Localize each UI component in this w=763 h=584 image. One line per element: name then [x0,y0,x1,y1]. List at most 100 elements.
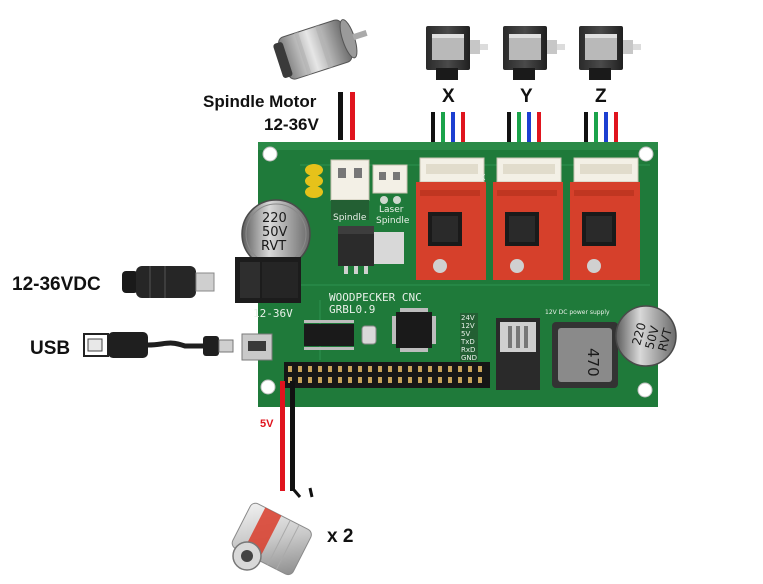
header-pin [418,377,422,383]
header-pin [468,366,472,372]
header-pin [328,366,332,372]
cap-right-value: 220 [629,321,648,347]
spindle-wires [338,92,355,140]
pin-label-5v: 5V [461,330,470,338]
header-pin [408,377,412,383]
header-pin [478,377,482,383]
laser-voltage-label: 5V [260,418,274,430]
mosfet-chip [338,226,404,274]
board-voltage-mark: 12-36V [253,307,293,320]
header-pin [288,366,292,372]
cap-left-brand: RVT [261,239,286,254]
stepper-driver-x: X [416,157,486,280]
header-pin [388,366,392,372]
pin-label-rxd: RxD [461,346,475,354]
pin-header [284,362,490,388]
pin-label-gnd: GND [461,354,477,362]
serial-chip [304,320,354,350]
inductor [552,322,618,388]
header-pin [438,377,442,383]
laser-quantity-label: x 2 [327,526,353,547]
axis-z-label: Z [595,86,607,107]
board-brand: WOODPECKER CNC [329,291,422,304]
regulator-label: 12V DC power supply [545,309,610,316]
stepper-wires-x [431,112,465,142]
pin-header-base [284,362,490,388]
header-pin [308,377,312,383]
microcontroller-chip [392,308,436,352]
header-pin [398,377,402,383]
header-pin [468,377,472,383]
axis-x-label: X [442,86,455,107]
stepper-wires-y [507,112,541,142]
dc-barrel-plug-icon [122,266,215,298]
header-pin [478,366,482,372]
header-pin [358,377,362,383]
axis-y-label: Y [520,86,533,107]
header-pin [398,366,402,372]
header-pin [338,377,342,383]
stepper-motor-x-icon [426,26,488,80]
spindle-header2-label: Spindle [376,216,410,226]
header-pin [318,377,322,383]
power-input-label: 12-36VDC [12,274,101,295]
voltage-regulator [496,318,540,390]
spindle-header-label: Spindle [333,213,367,223]
header-pin [428,377,432,383]
usb-cable-icon [83,332,234,358]
crystal [361,325,377,345]
header-pin [348,377,352,383]
laser-connector [372,164,408,204]
stepper-motor-z-icon [579,26,641,80]
header-pin [298,377,302,383]
driver-x-mark: X [480,173,486,182]
header-pin [458,377,462,383]
inductor-value: 470 [584,348,602,377]
pin-label-txd: TxD [460,338,475,346]
header-pin [298,366,302,372]
header-pin [328,377,332,383]
header-pin [378,366,382,372]
laser-module-icon [231,487,314,576]
header-pin [338,366,342,372]
header-pin [458,366,462,372]
cap-left-voltage: 50V [262,225,288,240]
cap-left-value: 220 [262,211,287,226]
board-firmware: GRBL0.9 [329,303,375,316]
header-pin [358,366,362,372]
header-pin [418,366,422,372]
pin-label-12v: 12V [461,322,475,330]
spindle-voltage-label: 12-36V [264,115,319,134]
usb-port [241,333,273,361]
header-pin [448,366,452,372]
header-pin [368,377,372,383]
spindle-motor-icon [273,19,368,80]
header-pin [308,366,312,372]
header-pin [388,377,392,383]
header-pin [408,366,412,372]
header-pin [288,377,292,383]
header-pin [448,377,452,383]
stepper-driver-y [493,157,563,280]
cap-right-brand: RVT [655,326,675,353]
dc-power-jack [235,257,301,303]
header-pin [428,366,432,372]
header-pin [368,366,372,372]
laser-wires [280,381,295,491]
header-pin [438,366,442,372]
header-pin [318,366,322,372]
header-pin [348,366,352,372]
stepper-motor-y-icon [503,26,565,80]
electrolytic-capacitor-right [615,305,677,367]
ceramic-capacitors [305,164,323,198]
pin-label-24v: 24V [461,314,475,322]
laser-header-label: Laser [379,205,404,215]
spindle-connector [330,159,370,220]
pin-labels: 24V 12V 5V TxD RxD GND [460,313,478,362]
cap-right-voltage: 50V [642,324,662,351]
header-pin [378,377,382,383]
usb-label: USB [30,338,70,359]
stepper-driver-z [570,157,640,280]
spindle-motor-label: Spindle Motor [203,92,317,111]
